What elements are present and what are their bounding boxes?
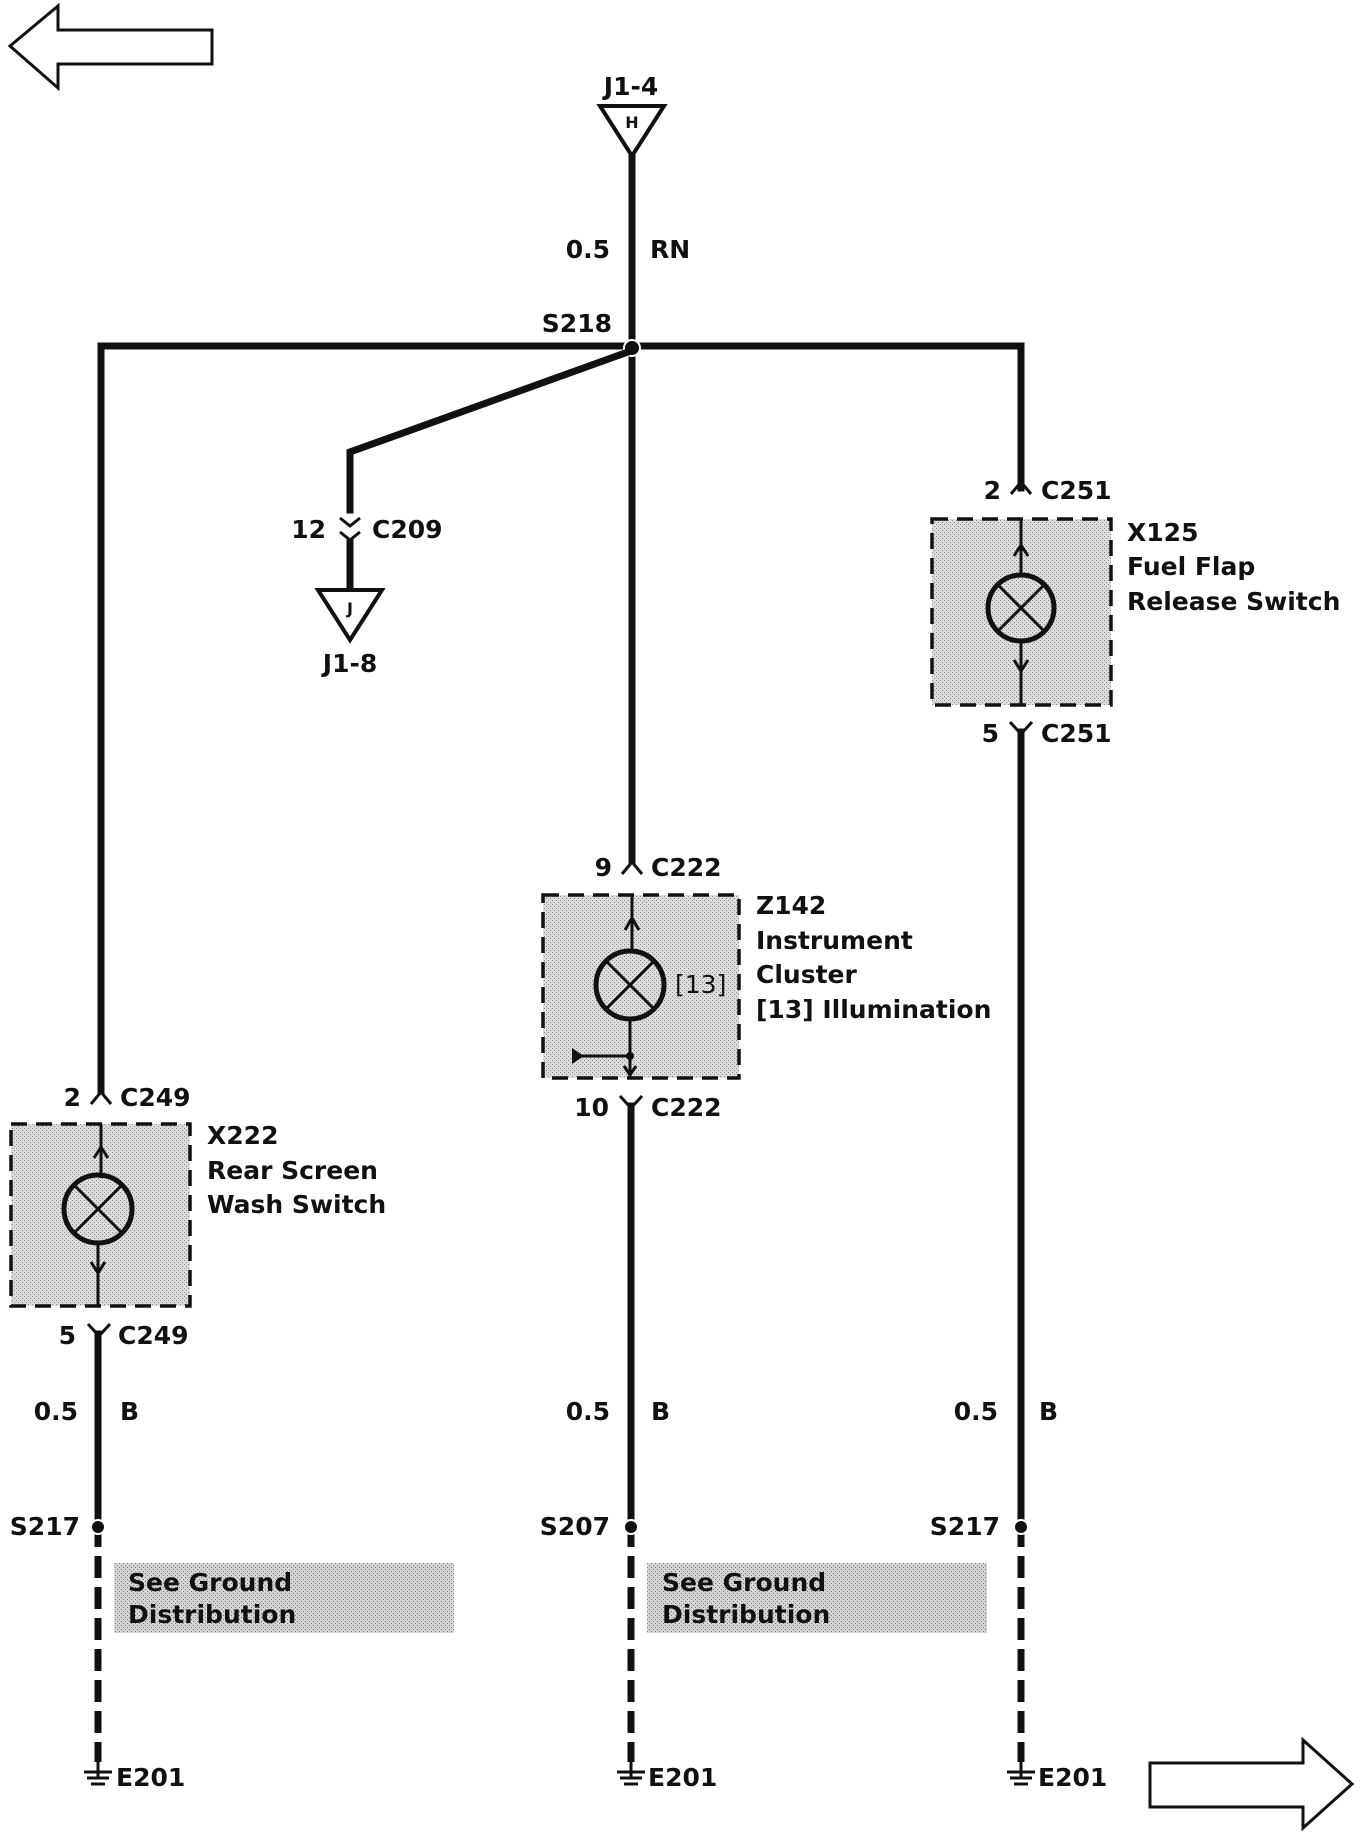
gw0-color: B xyxy=(120,1397,139,1426)
top-connector-ref: J1-4 xyxy=(602,72,658,101)
note0-line1: See Ground xyxy=(128,1568,292,1597)
x222-id: X222 xyxy=(207,1121,278,1150)
gw1-size: 0.5 xyxy=(566,1397,610,1426)
jumper-connector: C209 xyxy=(372,515,443,544)
z142-conn-bottom: C222 xyxy=(651,1093,722,1122)
jumper-triangle xyxy=(314,588,386,644)
gw2-color: B xyxy=(1039,1397,1058,1426)
x222-name-line1: Rear Screen xyxy=(207,1156,378,1185)
bus-wire xyxy=(97,342,1025,1094)
note1-line1: See Ground xyxy=(662,1568,826,1597)
z142-name-line2: Cluster xyxy=(756,960,858,989)
x222-pin-bottom: 5 xyxy=(59,1321,76,1350)
component-x222: 2 C249 5 C249 X222 Rear Screen Wash Swit… xyxy=(9,1083,386,1350)
c209-connector-symbol xyxy=(339,516,361,542)
x222-name-line2: Wash Switch xyxy=(207,1190,386,1219)
x125-conn-bottom: C251 xyxy=(1041,719,1112,748)
x125-id: X125 xyxy=(1127,518,1198,547)
ground-icon xyxy=(1007,1762,1035,1786)
x125-name-line2: Release Switch xyxy=(1127,587,1340,616)
z142-box xyxy=(541,893,741,1080)
jumper-ref: J1-8 xyxy=(321,649,377,678)
top-connector-triangle xyxy=(596,104,668,160)
gw2-ground: E201 xyxy=(1038,1763,1107,1792)
ground-distribution-link[interactable]: See Ground Distribution xyxy=(114,1563,454,1633)
x222-pin-top: 2 xyxy=(64,1083,81,1112)
gw2-size: 0.5 xyxy=(954,1397,998,1426)
note0-line2: Distribution xyxy=(128,1600,296,1629)
z142-id: Z142 xyxy=(756,891,826,920)
splice-s218-label: S218 xyxy=(542,309,612,338)
z142-conn-top: C222 xyxy=(651,853,722,882)
gw1-ground: E201 xyxy=(648,1763,717,1792)
ground-distribution-link[interactable]: See Ground Distribution xyxy=(647,1563,987,1633)
z142-name-line3: [13] Illumination xyxy=(756,995,991,1024)
note1-line2: Distribution xyxy=(662,1600,830,1629)
top-wire-color: RN xyxy=(650,235,690,264)
gw1-splice: S207 xyxy=(540,1512,610,1541)
gw0-ground: E201 xyxy=(116,1763,185,1792)
gw0-splice-dot xyxy=(90,1519,106,1535)
gw1-splice-dot xyxy=(623,1519,639,1535)
component-x125: 2 C251 5 C251 X125 Fuel Flap Release Swi… xyxy=(930,476,1340,748)
top-connector-letter: H xyxy=(625,113,638,132)
ground-icon xyxy=(84,1762,112,1786)
jumper-pin: 12 xyxy=(291,515,326,544)
x125-pin-top: 2 xyxy=(984,476,1001,505)
ground-icon xyxy=(617,1762,645,1786)
component-z142: 9 C222 [13] 10 C222 Z142 Instrument Clus… xyxy=(541,853,991,1122)
gw0-size: 0.5 xyxy=(34,1397,78,1426)
wire-jumper xyxy=(346,347,633,514)
x125-pin-bottom: 5 xyxy=(982,719,999,748)
x222-conn-bottom: C249 xyxy=(118,1321,189,1350)
z142-name-line1: Instrument xyxy=(756,926,913,955)
x222-conn-top: C249 xyxy=(120,1083,191,1112)
prev-page-arrow[interactable] xyxy=(7,2,214,92)
jumper-letter: J xyxy=(346,599,353,618)
x125-name-line1: Fuel Flap xyxy=(1127,552,1255,581)
top-wire-size: 0.5 xyxy=(566,235,610,264)
z142-inner-ref: [13] xyxy=(675,970,726,999)
gw2-splice-dot xyxy=(1013,1519,1029,1535)
z142-pin-bottom: 10 xyxy=(574,1093,609,1122)
next-page-arrow[interactable] xyxy=(1148,1736,1355,1832)
x125-conn-top: C251 xyxy=(1041,476,1112,505)
gw0-splice: S217 xyxy=(10,1512,80,1541)
z142-pin-top: 9 xyxy=(595,853,612,882)
gw1-color: B xyxy=(651,1397,670,1426)
gw2-splice: S217 xyxy=(930,1512,1000,1541)
